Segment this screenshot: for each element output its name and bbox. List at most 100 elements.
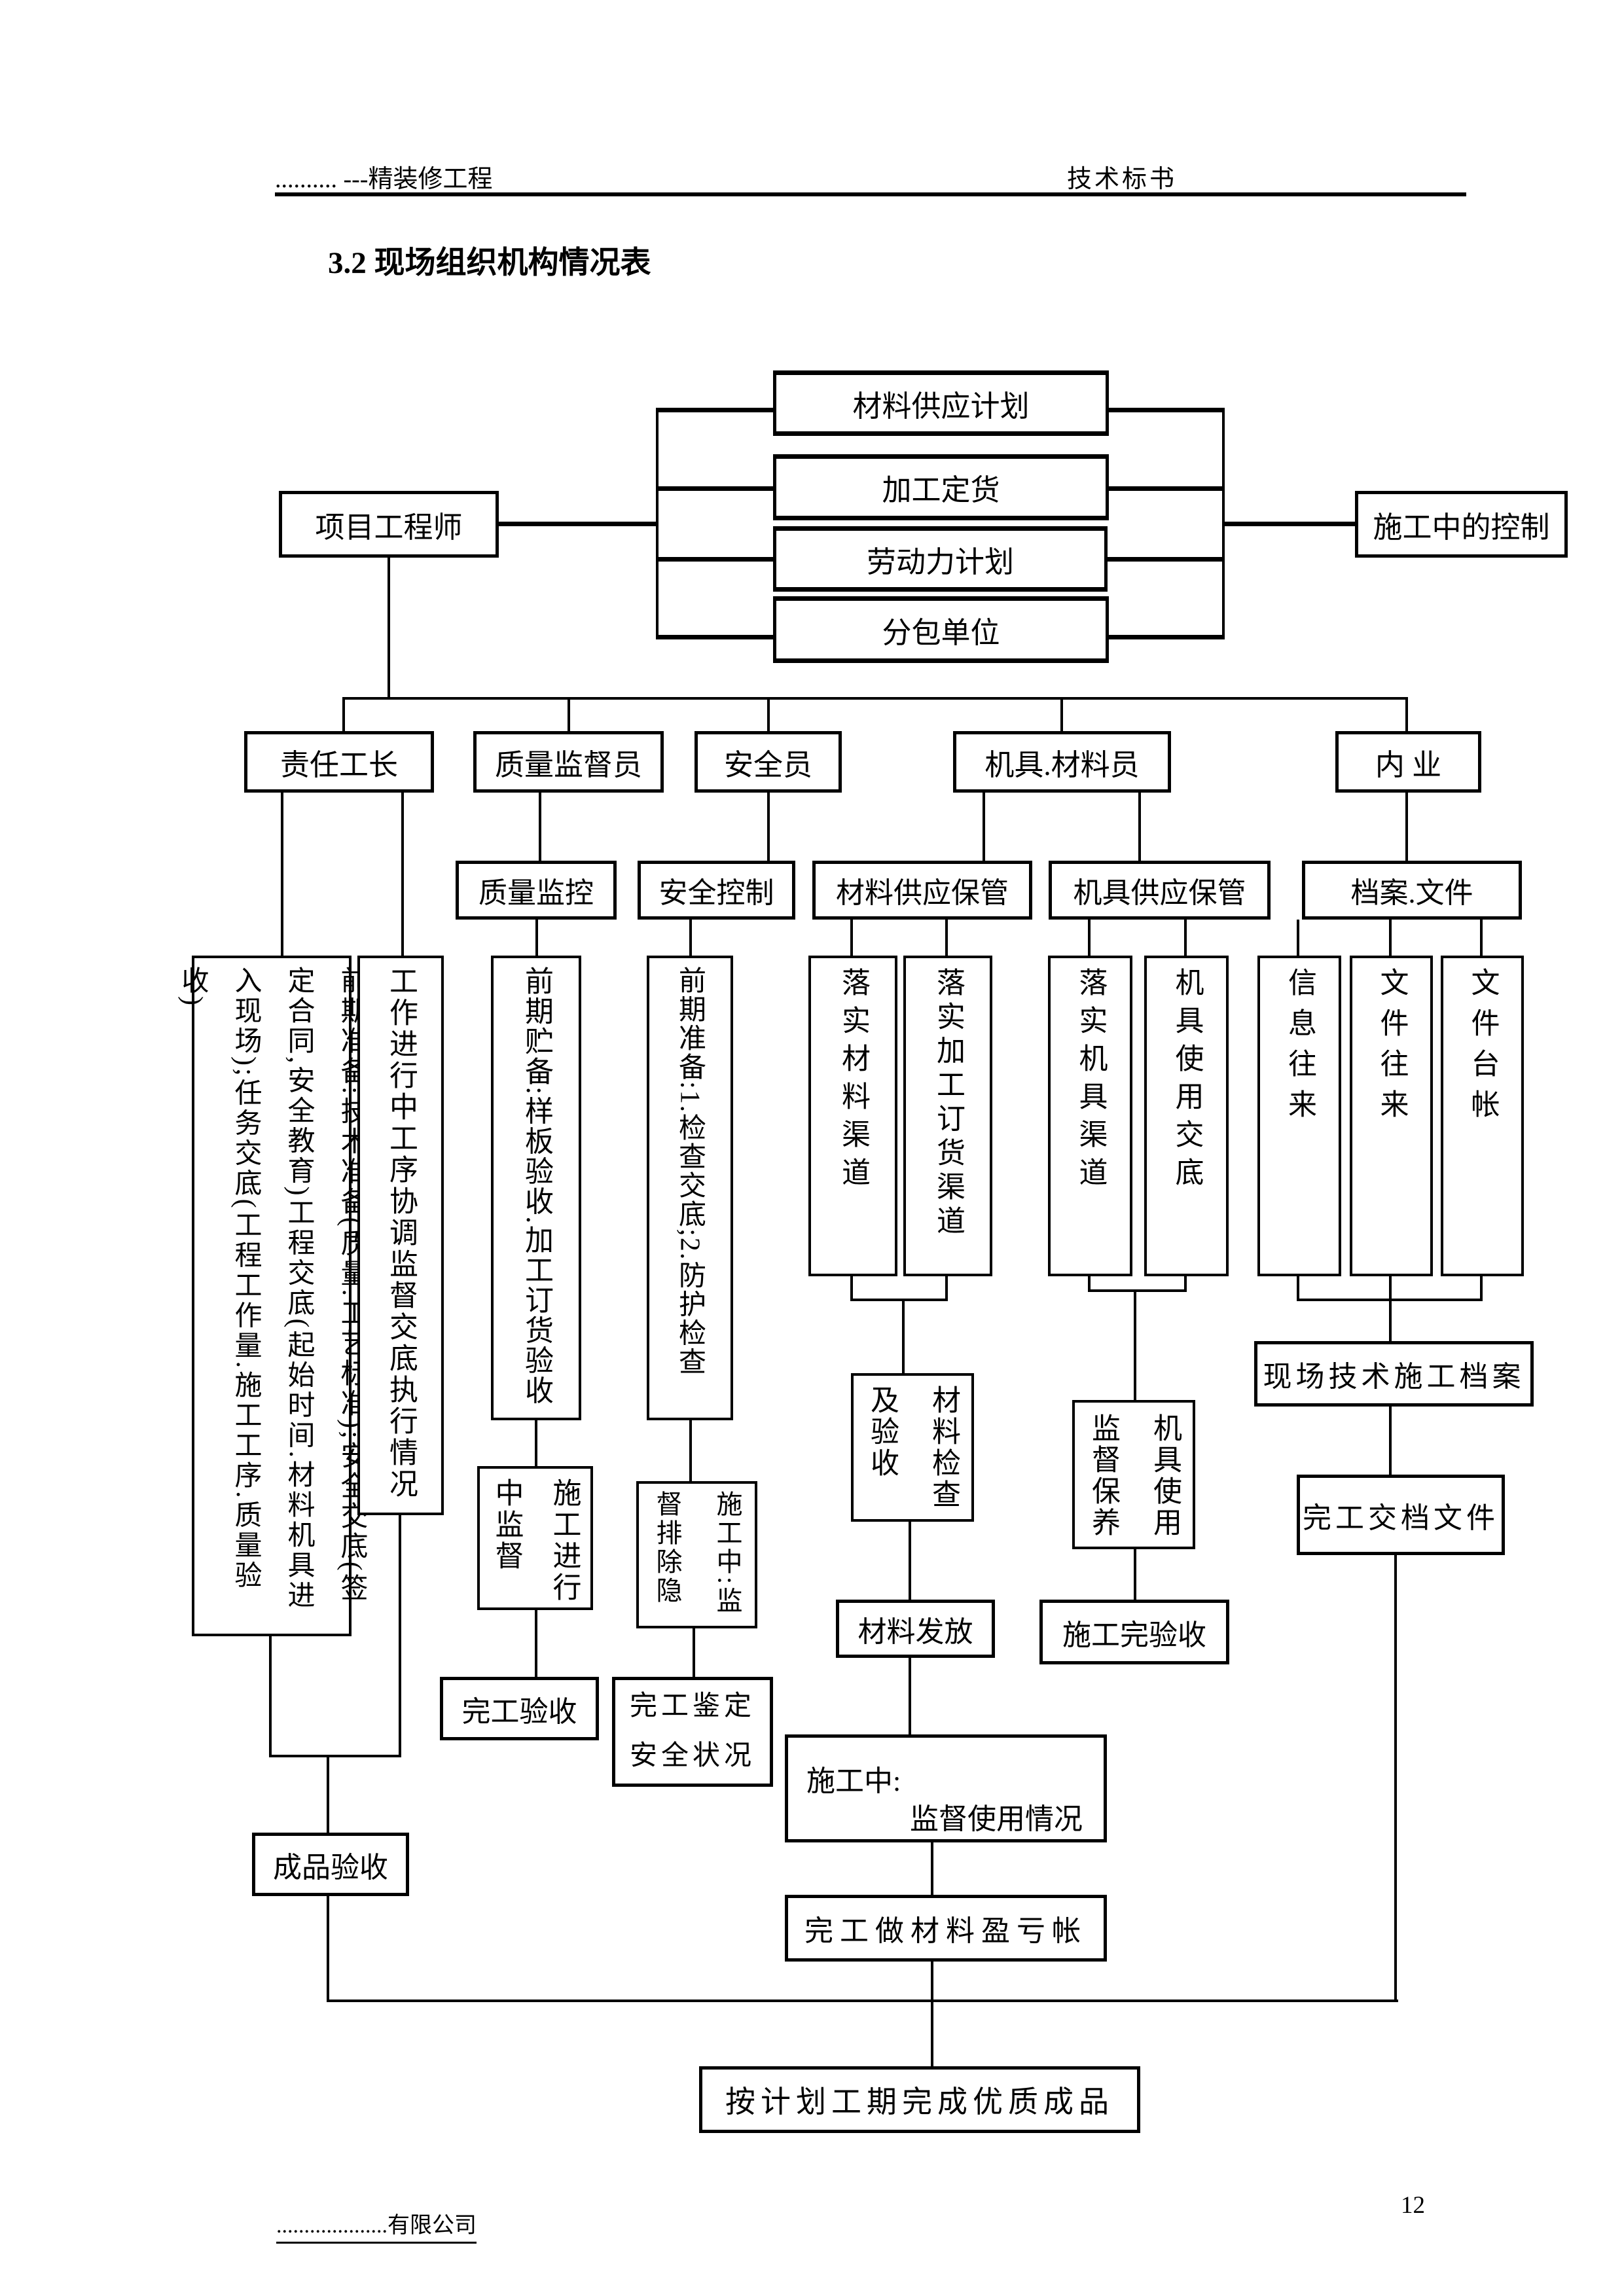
connector-line [1184, 920, 1187, 956]
node-label: 材料检查及验收 [866, 1385, 960, 1511]
node-tools-use-brief: 机具使用交底 [1144, 956, 1229, 1276]
page-number: 12 [1401, 2192, 1425, 2219]
connector-line [983, 793, 985, 861]
node-label-line1: 施工中: [806, 1765, 901, 1797]
node-label: 机具使用交底 [1170, 967, 1203, 1195]
node-project-engineer: 项目工程师 [279, 491, 499, 558]
node-label: 文件台帐 [1466, 967, 1499, 1130]
connector-line [388, 558, 390, 698]
node-label: 施工中的控制 [1373, 511, 1550, 544]
node-construction-control: 施工中的控制 [1355, 491, 1568, 558]
connector-line [1389, 1276, 1392, 1299]
node-label: 材料发放 [857, 1615, 973, 1648]
node-label: 机具供应保管 [1073, 877, 1246, 909]
connector-line [1134, 1289, 1136, 1400]
node-label: 成品验收 [273, 1851, 388, 1884]
node-subcontractor: 分包单位 [773, 596, 1109, 663]
node-product-accept: 成品验收 [252, 1833, 409, 1896]
connector-line [767, 697, 770, 731]
node-label: 材料供应保管 [836, 877, 1009, 909]
node-construction-complete-accept: 施工完验收 [1039, 1600, 1229, 1664]
node-info-exchange: 信息往来 [1257, 956, 1341, 1276]
node-quality-supervisor: 质量监督员 [473, 731, 664, 793]
connector-line [327, 2000, 1398, 2002]
node-construction-supervise: 施工进行中监督 [477, 1466, 593, 1610]
node-label: 施工完验收 [1062, 1619, 1206, 1651]
connector-line [342, 697, 345, 731]
node-implement-processing-channel: 落实加工订货渠道 [903, 956, 992, 1276]
node-final-goal: 按计划工期完成优质成品 [699, 2066, 1140, 2133]
connector-line [401, 793, 404, 956]
section-title: 3.2 现场组织机构情况表 [328, 246, 651, 280]
connector-line [269, 1755, 401, 1757]
connector-line [767, 793, 770, 861]
node-label: 按计划工期完成优质成品 [725, 2085, 1114, 2119]
connector-line [535, 1420, 537, 1466]
node-foreman: 责任工长 [244, 731, 434, 793]
connector-line [931, 2000, 933, 2066]
node-label: 工作进行中工序协调监督交底执行情况 [385, 966, 417, 1500]
node-work-coordination: 工作进行中工序协调监督交底执行情况 [357, 956, 444, 1515]
connector-line [656, 486, 773, 491]
connector-line [1108, 486, 1223, 491]
node-label: 质量监控 [478, 877, 594, 909]
connector-line [1060, 697, 1063, 731]
node-tools-use-maintain: 机具使用监督保养 [1072, 1400, 1195, 1549]
connector-line [693, 1628, 695, 1677]
connector-line [656, 408, 773, 412]
node-label: 完工验收 [461, 1695, 577, 1728]
connector-line [399, 1515, 401, 1757]
connector-line [1088, 1289, 1187, 1292]
node-hazard-removal: 施工中:监督排除隐 [636, 1481, 757, 1628]
node-material-issue: 材料发放 [836, 1600, 995, 1658]
connector-line [327, 1755, 329, 1833]
connector-line [342, 697, 1408, 700]
node-material-supply-storage: 材料供应保管 [812, 861, 1032, 920]
node-label: 完工交档文件 [1303, 1501, 1499, 1534]
connector-line [909, 1522, 911, 1600]
connector-line [568, 697, 570, 731]
node-prep-brief: 前期准备:技术准备(质量.工艺标准);安全交底(签定合同,安全教育)工程交底(起… [177, 956, 367, 1636]
node-label: 施工中:监督排除隐 [652, 1490, 742, 1616]
connector-line [931, 1842, 933, 1895]
node-label: 安全员 [723, 748, 812, 781]
connector-line [1184, 1276, 1187, 1289]
node-office-work: 内 业 [1335, 731, 1481, 793]
node-label: 信息往来 [1284, 967, 1316, 1130]
node-label: 现场技术施工档案 [1263, 1361, 1525, 1393]
node-labor-plan: 劳动力计划 [773, 526, 1108, 592]
connector-line [281, 793, 283, 956]
node-early-storage: 前期贮备:样板验收.加工订货验收 [491, 956, 581, 1420]
node-label: 完工鉴定安全状况 [629, 1691, 755, 1771]
node-document-exchange: 文件往来 [1350, 956, 1433, 1276]
node-label: 文件往来 [1375, 967, 1408, 1130]
node-tools-material-clerk: 机具.材料员 [953, 731, 1171, 793]
connector-line [909, 1658, 911, 1734]
node-label: 机具.材料员 [984, 748, 1140, 781]
node-label: 机具使用监督保养 [1087, 1413, 1181, 1539]
node-completion-accept: 完工验收 [440, 1677, 599, 1740]
header-project: .......... ---精装修工程 [275, 166, 493, 193]
node-implement-material-channel: 落实材料渠道 [808, 956, 897, 1276]
node-label: 内 业 [1375, 748, 1442, 781]
node-tools-supply-storage: 机具供应保管 [1049, 861, 1271, 920]
connector-line [656, 635, 773, 639]
connector-line [1480, 1276, 1483, 1299]
node-label: 材料供应计划 [852, 389, 1030, 423]
node-label: 前期贮备:样板验收.加工订货验收 [520, 966, 552, 1406]
connector-line [850, 1276, 853, 1299]
node-document-ledger: 文件台帐 [1441, 956, 1524, 1276]
header-rule [275, 192, 1466, 196]
connector-line [1134, 1549, 1136, 1600]
node-site-tech-archive: 现场技术施工档案 [1254, 1341, 1534, 1407]
node-implement-tools-channel: 落实机具渠道 [1048, 956, 1132, 1276]
connector-line [1405, 793, 1408, 861]
connector-line [689, 1420, 692, 1481]
connector-line [1108, 408, 1223, 412]
connector-line [535, 1610, 537, 1677]
header-doc-type: 技术标书 [1067, 166, 1178, 193]
node-label: 劳动力计划 [866, 545, 1014, 579]
node-label-line2: 监督使用情况 [910, 1803, 1083, 1835]
connector-line [1138, 793, 1141, 861]
